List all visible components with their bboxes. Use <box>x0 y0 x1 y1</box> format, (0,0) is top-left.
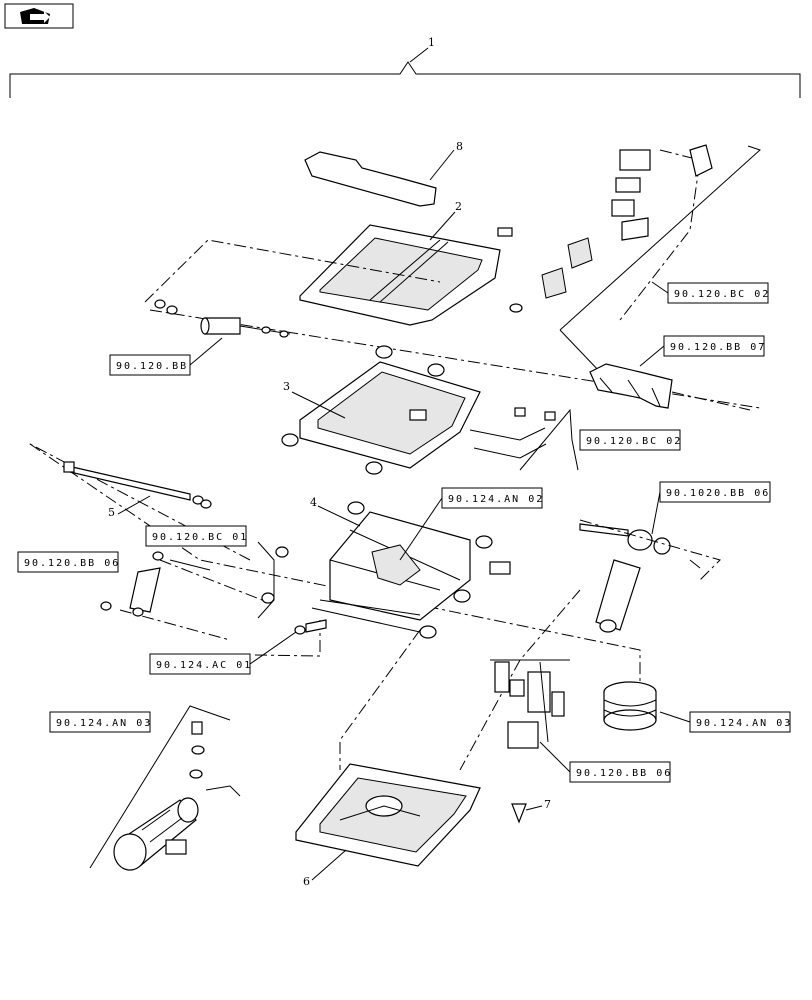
item-number-8: 8 <box>456 140 463 153</box>
assembly-bracket <box>9 61 801 98</box>
svg-text:90.120.BC 02: 90.120.BC 02 <box>586 436 682 447</box>
svg-text:90.120.BB 06: 90.120.BB 06 <box>24 558 120 569</box>
nav-arrow-button[interactable] <box>4 3 74 29</box>
svg-text:90.120.BC 02: 90.120.BC 02 <box>674 289 770 300</box>
svg-text:90.120.BB 06: 90.120.BB 06 <box>576 768 672 779</box>
item-number-4: 4 <box>310 496 317 509</box>
fitting-part <box>294 619 327 635</box>
damper-part <box>154 299 291 338</box>
ref-box-90-120-bc-02-lower[interactable]: 90.120.BC 02 <box>579 429 682 451</box>
ref-box-90-124-an-03-right[interactable]: 90.124.AN 03 <box>689 711 792 733</box>
seat-frame-part <box>299 224 513 326</box>
item-number-2: 2 <box>455 200 462 213</box>
svg-text:90.124.AN 03: 90.124.AN 03 <box>56 718 152 729</box>
valve-group-part <box>490 659 570 749</box>
svg-text:90.124.AN 03: 90.124.AN 03 <box>696 718 792 729</box>
cushion-part <box>589 363 751 411</box>
ref-box-90-124-an-03-left[interactable]: 90.124.AN 03 <box>49 711 152 733</box>
ref-box-90-124-an-02[interactable]: 90.124.AN 02 <box>441 487 544 509</box>
rod-part <box>63 461 212 509</box>
cone-part <box>511 803 527 824</box>
item-number-6: 6 <box>303 875 310 888</box>
item-number-3: 3 <box>283 380 290 393</box>
item-number-5: 5 <box>108 506 115 519</box>
item-number-1: 1 <box>428 36 435 49</box>
ref-box-90-120-bb-06-left[interactable]: 90.120.BB 06 <box>17 551 120 573</box>
ref-box-90-120-bc-02-upper[interactable]: 90.120.BC 02 <box>667 282 770 304</box>
svg-text:90.120.BC 01: 90.120.BC 01 <box>152 532 248 543</box>
air-spring-part <box>603 681 657 731</box>
ref-box-90-1020-bb-06[interactable]: 90.1020.BB 06 <box>659 481 771 503</box>
lower-frame-part <box>281 345 481 475</box>
svg-text:90.120.BB: 90.120.BB <box>116 361 188 372</box>
svg-text:90.124.AN 02: 90.124.AN 02 <box>448 494 544 505</box>
shock-left-part <box>100 551 211 617</box>
ref-box-90-120-bc-01[interactable]: 90.120.BC 01 <box>145 525 248 547</box>
cover-plate-part <box>304 151 437 207</box>
item-number-7: 7 <box>544 798 551 811</box>
suspension-mechanism-part <box>261 501 511 639</box>
arrow-return-icon <box>20 8 50 24</box>
spring-assembly-part <box>509 144 713 313</box>
svg-text:90.124.AC 01: 90.124.AC 01 <box>156 660 252 671</box>
ref-box-90-120-bb-07[interactable]: 90.120.BB 07 <box>663 335 766 357</box>
svg-text:90.120.BB 07: 90.120.BB 07 <box>670 342 766 353</box>
ref-box-90-120-bb-06-lower[interactable]: 90.120.BB 06 <box>569 761 672 783</box>
compressor-part <box>113 721 241 871</box>
base-plate-part <box>295 763 481 867</box>
ref-box-90-120-bb[interactable]: 90.120.BB <box>109 354 191 376</box>
ref-box-90-124-ac-01[interactable]: 90.124.AC 01 <box>149 653 252 675</box>
gas-spring-part <box>579 523 701 633</box>
wiring-harness-part <box>469 407 556 459</box>
svg-text:90.1020.BB 06: 90.1020.BB 06 <box>666 488 770 499</box>
